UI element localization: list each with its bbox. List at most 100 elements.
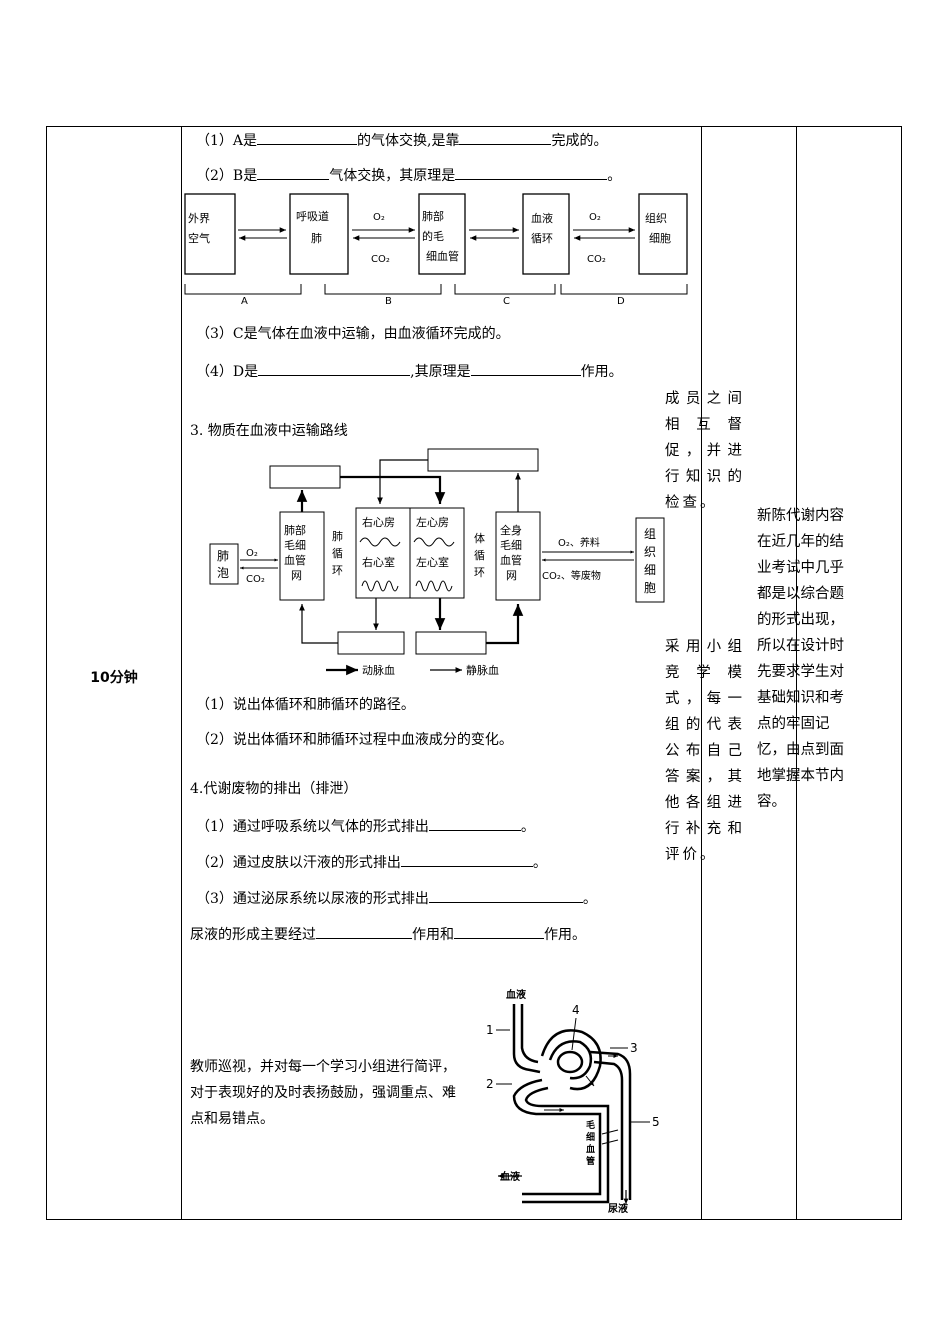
capillary-outer bbox=[512, 1078, 602, 1184]
sys-circ-3: 环 bbox=[474, 566, 485, 579]
blank-box-top-right bbox=[427, 448, 539, 472]
circulation-label-2: 循环 bbox=[531, 232, 553, 245]
blood-circulation-diagram: 肺 泡 O₂ CO₂ 肺部 毛细 血管 网 肺 循 环 右心房 左心房 右心室 … bbox=[209, 448, 665, 677]
bracket-a bbox=[184, 284, 302, 295]
lung-cap-4: 网 bbox=[291, 569, 302, 582]
student-activity-2: 采用小组竞学模式，每一组的代表公布自己答案，其他各组进行补充和评价。 bbox=[665, 639, 745, 863]
lung-cap-label-1: 肺部 bbox=[422, 209, 444, 223]
capillary-inner bbox=[524, 1086, 610, 1184]
lung-cap-3: 血管 bbox=[284, 553, 306, 567]
student-activity-1: 成员之间相互督促，并进行知识的检查。 bbox=[665, 391, 745, 511]
tissue-4: 胞 bbox=[644, 581, 656, 595]
reabsorb-line bbox=[601, 1139, 619, 1145]
label-3: 3 bbox=[630, 1041, 638, 1055]
left-valve bbox=[413, 537, 455, 547]
outside-air-box bbox=[184, 193, 236, 275]
alveoli-label-2: 泡 bbox=[217, 566, 229, 580]
blood-circulation-box bbox=[522, 193, 570, 275]
column-divider-1 bbox=[181, 127, 182, 1219]
o2-label: O₂ bbox=[589, 212, 601, 223]
right-valve bbox=[359, 537, 401, 547]
capillary-label-1: 毛 bbox=[586, 1119, 595, 1131]
tissue-1: 组 bbox=[644, 527, 656, 541]
body-cap-1: 全身 bbox=[500, 523, 522, 537]
outside-air-label-1: 外界 bbox=[188, 212, 210, 225]
question-3-1: （1）说出体循环和肺循环的路径。 bbox=[196, 697, 415, 713]
label-5: 5 bbox=[652, 1115, 660, 1129]
legend-arterial-label: 动脉血 bbox=[362, 663, 395, 677]
lung-cap-label-3: 细血管 bbox=[426, 249, 459, 263]
bracket-label-b: B bbox=[385, 296, 392, 307]
flow-arrow bbox=[299, 604, 338, 644]
alveoli-label-1: 肺 bbox=[217, 549, 229, 563]
left-heart-box bbox=[409, 507, 465, 599]
tissue-label-1: 组织 bbox=[645, 211, 667, 225]
blank-box-bottom-right bbox=[415, 631, 487, 655]
o2-label: O₂ bbox=[373, 212, 385, 223]
label-4: 4 bbox=[572, 1003, 580, 1017]
circulation-label-1: 血液 bbox=[531, 211, 553, 225]
body-cap-3: 血管 bbox=[500, 553, 522, 567]
question-4-1: （1）通过呼吸系统以气体的形式排出。 bbox=[196, 816, 535, 836]
body-cap-2: 毛细 bbox=[500, 539, 522, 552]
airway-lung-box bbox=[289, 193, 349, 275]
lung-cap-1: 肺部 bbox=[284, 523, 306, 537]
pulm-circ-2: 循 bbox=[332, 547, 343, 560]
tissue-3: 细 bbox=[644, 563, 656, 577]
lesson-table: 10分钟 bbox=[46, 126, 902, 1220]
question-4-3: （3）通过泌尿系统以尿液的形式排出。 bbox=[196, 888, 597, 908]
airway-label-1: 呼吸道 bbox=[296, 209, 329, 223]
urine-label: 尿液 bbox=[608, 1202, 628, 1215]
renal-vein-outer bbox=[522, 1184, 610, 1204]
tissue-2: 织 bbox=[644, 545, 656, 559]
glomerulus bbox=[556, 1050, 584, 1074]
right-ventricle-label: 右心室 bbox=[362, 555, 395, 569]
lung-cap-label-2: 的毛 bbox=[422, 229, 444, 243]
o2-label: O₂ bbox=[246, 548, 258, 559]
capillary-label-3: 血 bbox=[586, 1143, 595, 1155]
co2-label: CO₂ bbox=[371, 254, 390, 265]
bracket-label-d: D bbox=[617, 296, 625, 307]
blood-in-label: 血液 bbox=[506, 988, 526, 1001]
right-ventricle-wave bbox=[361, 580, 399, 592]
flow-arrow bbox=[585, 1075, 595, 1087]
tubule-inner bbox=[593, 1060, 624, 1200]
reabsorb-line bbox=[601, 1129, 619, 1135]
question-2-4: （4）D是,其原理是作用。 bbox=[196, 361, 623, 381]
column-divider-2 bbox=[701, 127, 702, 1219]
label-1: 1 bbox=[486, 1023, 494, 1037]
sys-circ-2: 循 bbox=[474, 549, 485, 562]
blood-out-label: 血液 bbox=[500, 1170, 520, 1183]
left-ventricle-wave bbox=[415, 580, 453, 592]
question-2-3: （3）C是气体在血液中运输，由血液循环完成的。 bbox=[196, 326, 510, 342]
capsule-inner bbox=[548, 1040, 593, 1080]
co2-label: CO₂ bbox=[246, 574, 265, 585]
bracket-b bbox=[324, 284, 442, 295]
flow-arrow bbox=[377, 459, 428, 504]
nephron-diagram: 血液 血液 尿液 毛 细 血 管 1 2 3 4 5 bbox=[486, 988, 660, 1215]
tissue-cell-box bbox=[638, 193, 688, 275]
tissue-label-2: 细胞 bbox=[649, 232, 671, 245]
urine-formation-question: 尿液的形成主要经过作用和作用。 bbox=[190, 924, 586, 944]
question-2-1: （1）A是的气体交换,是靠完成的。 bbox=[196, 130, 607, 150]
bracket-c bbox=[454, 284, 556, 295]
label-2: 2 bbox=[486, 1077, 494, 1091]
alveoli-box bbox=[209, 543, 239, 585]
flow-arrow bbox=[486, 604, 524, 645]
body-cap-4: 网 bbox=[506, 569, 517, 582]
outside-air-label-2: 空气 bbox=[188, 231, 210, 245]
column-divider-3 bbox=[796, 127, 797, 1219]
flow-arrow bbox=[340, 475, 446, 504]
lung-capillary-box bbox=[418, 193, 466, 275]
section-4-title: 4.代谢废物的排出（排泄） bbox=[190, 781, 358, 797]
airway-label-2: 肺 bbox=[311, 232, 322, 245]
left-ventricle-label: 左心室 bbox=[416, 555, 449, 569]
afferent-vessel-inner bbox=[520, 1004, 539, 1064]
tubule-outer bbox=[589, 1050, 632, 1200]
bracket-label-a: A bbox=[241, 296, 248, 307]
afferent-vessel bbox=[512, 1004, 541, 1074]
o2-nutrients-label: O₂、养料 bbox=[558, 536, 600, 549]
bracket-label-c: C bbox=[503, 296, 510, 307]
gas-exchange-diagram: 外界 空气 呼吸道 肺 肺部 的毛 细血管 血液 循环 组织 细胞 O₂ CO₂… bbox=[184, 193, 688, 307]
blank-box-top-left bbox=[269, 465, 341, 489]
